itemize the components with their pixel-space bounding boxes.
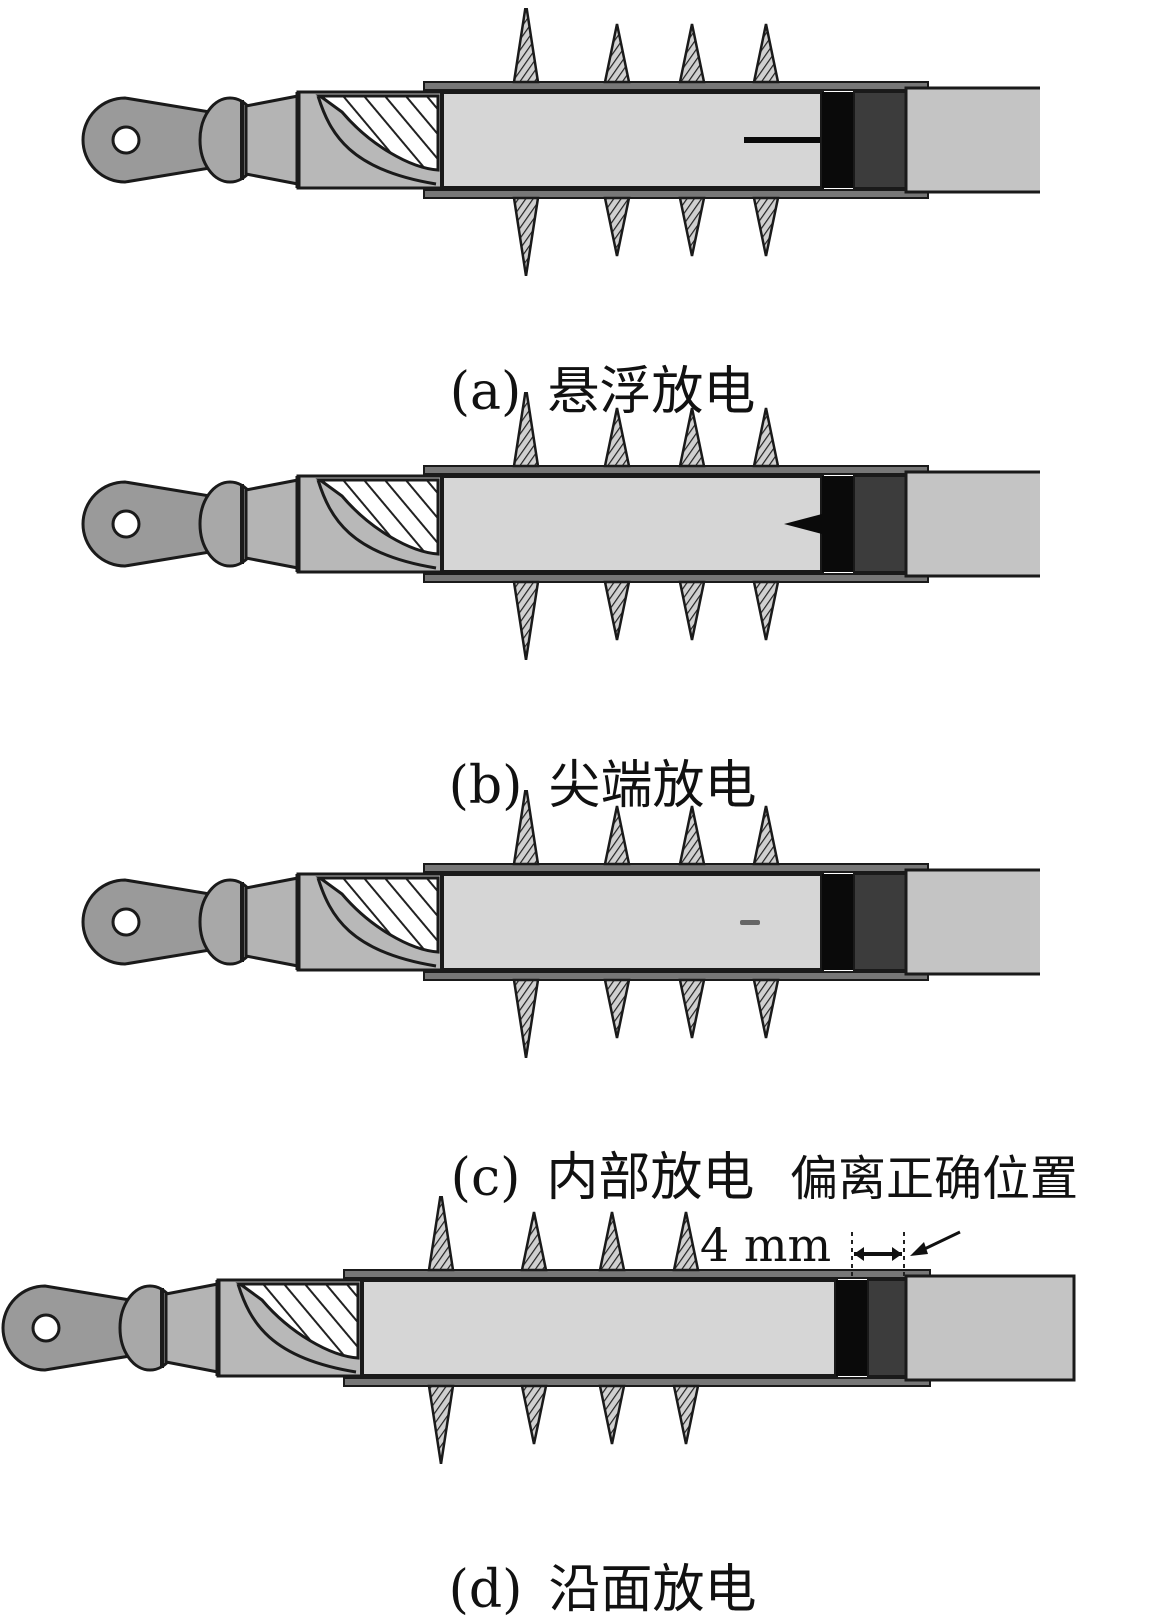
gap-label: 4 mm (700, 1218, 832, 1272)
caption-b: (b) 尖端放电 (0, 690, 1172, 818)
semicon-band (822, 92, 854, 188)
lug-neck (244, 94, 300, 186)
shed-2 (603, 23, 631, 257)
cable (904, 868, 1040, 976)
dimension-arrowhead-left (854, 1247, 864, 1261)
shed-1 (427, 1196, 455, 1464)
shed-3 (678, 805, 706, 1039)
shed-2 (520, 1211, 548, 1445)
semicon-band (822, 476, 854, 572)
semicon-band (836, 1280, 868, 1376)
caption-b-label: (b) (448, 756, 523, 816)
shed-1 (512, 392, 540, 660)
caption-a-label: (a) (449, 362, 522, 422)
caption-b-text: 尖端放电 (548, 756, 757, 816)
internal-defect (740, 920, 760, 925)
stress-cone (295, 90, 444, 190)
cable (904, 470, 1040, 578)
lug-neck (244, 876, 300, 968)
shed-3 (678, 23, 706, 257)
cable (904, 86, 1040, 194)
dimension-arrowhead-right (892, 1247, 902, 1261)
terminal-drawing-c (81, 790, 1040, 1058)
shed-4 (752, 407, 780, 641)
lug-hole (111, 907, 141, 937)
pointer-arrowhead (910, 1242, 928, 1256)
cable (904, 1274, 1076, 1382)
lug-hole (111, 125, 141, 155)
shed-1 (512, 8, 540, 276)
caption-c-label: (c) (450, 1148, 521, 1208)
lug-neck (244, 478, 300, 570)
caption-d-label: (d) (448, 1560, 523, 1620)
lug-terminal (1, 1282, 220, 1374)
hatched-cone (315, 876, 440, 954)
shed-2 (603, 805, 631, 1039)
caption-a: (a) 悬浮放电 (0, 296, 1172, 424)
caption-d-text: 沿面放电 (548, 1560, 757, 1620)
shield-band (867, 1279, 909, 1377)
shield-band (853, 873, 907, 971)
insulation-body (360, 1278, 838, 1378)
stress-cone (295, 872, 444, 972)
shed-3 (678, 407, 706, 641)
shed-2 (603, 407, 631, 641)
hatched-cone (315, 94, 440, 172)
hatched-cone (235, 1282, 360, 1360)
shed-4 (752, 805, 780, 1039)
lug-hole (111, 509, 141, 539)
shield-band (853, 475, 907, 573)
offset-marker (851, 1230, 961, 1276)
terminal-drawing-a (81, 8, 1040, 276)
tip-defect (784, 514, 822, 534)
stress-cone (215, 1278, 364, 1378)
insulation-body (440, 474, 824, 574)
insulation-body (440, 872, 824, 972)
caption-d: (d) 沿面放电 (0, 1494, 1172, 1622)
displacement-label: 偏离正确位置 (790, 1151, 1079, 1207)
shed-3 (598, 1211, 626, 1445)
hatched-cone (315, 478, 440, 556)
lug-terminal (81, 94, 300, 186)
lug-neck (164, 1282, 220, 1374)
shed-1 (512, 790, 540, 1058)
terminal-drawing-b (81, 392, 1040, 660)
lug-terminal (81, 876, 300, 968)
lug-terminal (81, 478, 300, 570)
floating-defect (744, 137, 820, 143)
caption-a-text: 悬浮放电 (547, 362, 756, 422)
lug-hole (31, 1313, 61, 1343)
shed-4 (752, 23, 780, 257)
shield-band (853, 91, 907, 189)
stress-cone (295, 474, 444, 574)
semicon-band (822, 874, 854, 970)
terminal-drawing-d (1, 1196, 1076, 1464)
shed-4 (672, 1211, 700, 1445)
caption-c: (c) 内部放电 (0, 1082, 1172, 1210)
caption-c-text: 内部放电 (546, 1148, 755, 1208)
